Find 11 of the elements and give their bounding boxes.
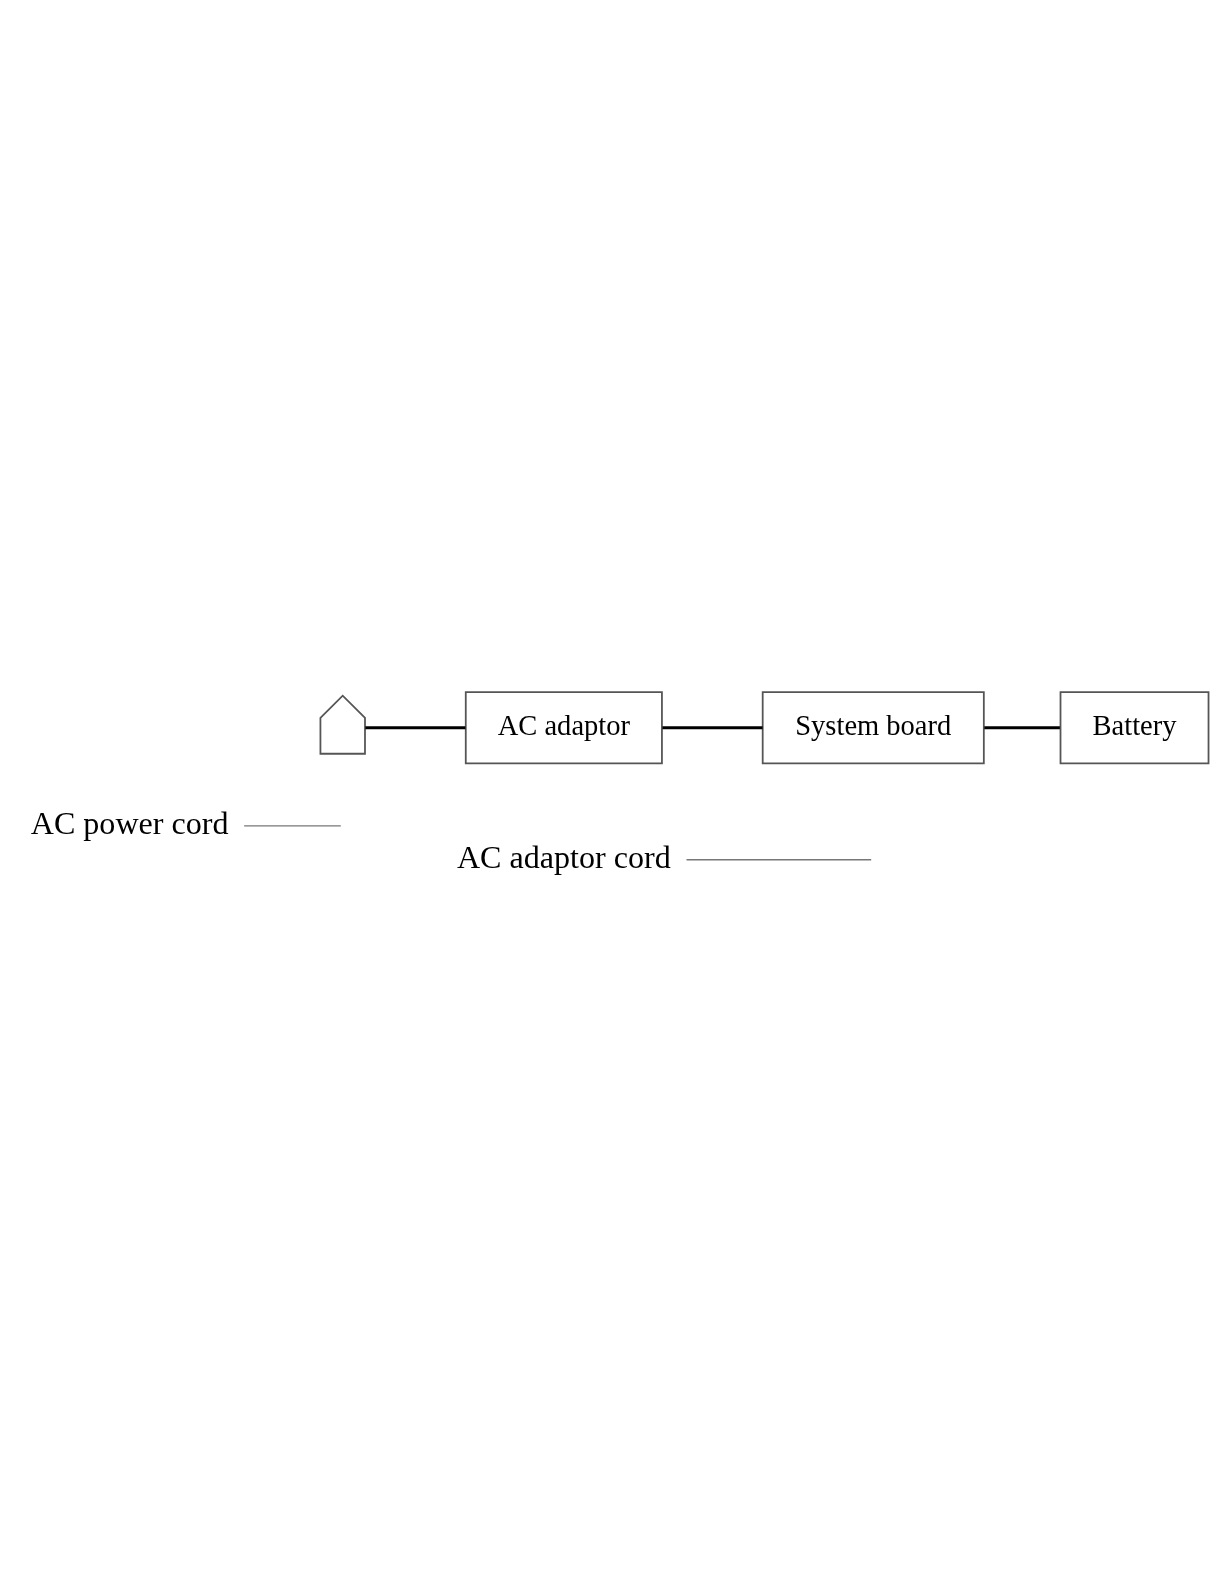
connector	[365, 726, 466, 730]
node-box: Battery	[1059, 691, 1210, 765]
connector	[984, 726, 1060, 730]
node-text: AC power cord	[30, 804, 229, 841]
node-plug	[319, 694, 366, 755]
connector	[662, 726, 763, 730]
connector	[685, 859, 872, 861]
connector	[243, 825, 342, 827]
node-text: AC adaptor cord	[456, 838, 671, 875]
node-box: System board	[761, 691, 985, 765]
node-box: AC adaptor	[464, 691, 663, 765]
